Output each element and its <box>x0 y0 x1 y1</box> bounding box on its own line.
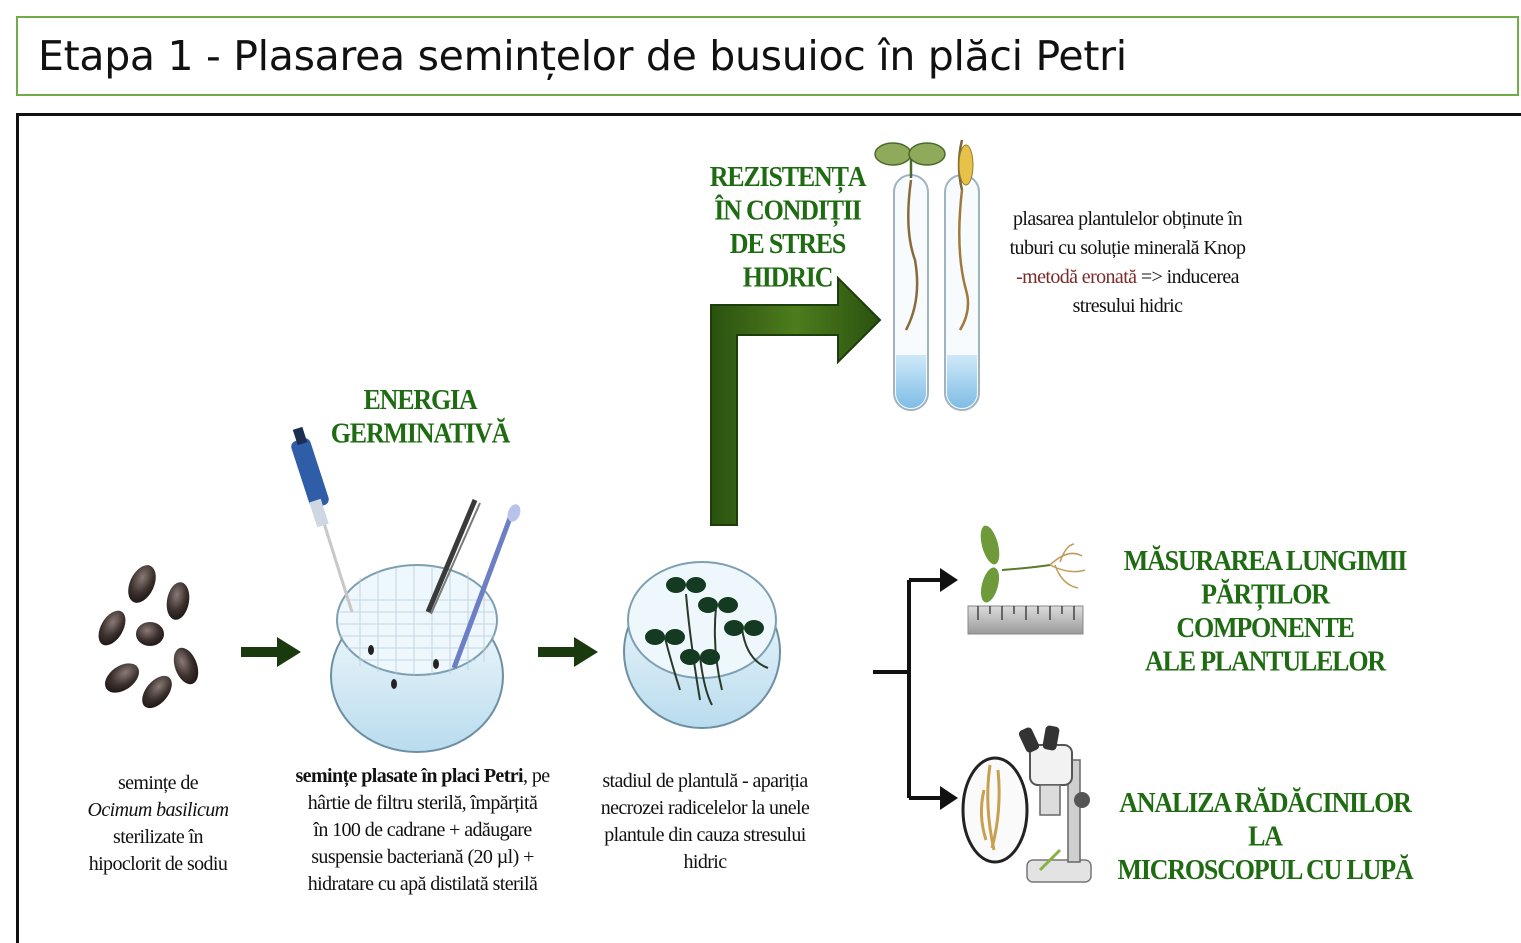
microscope-icon <box>961 725 1092 883</box>
ruler-icon <box>967 605 1084 635</box>
arrow-petri-to-plantlet <box>538 637 598 667</box>
caption-tubes: plasarea plantulelor obținute în tuburi … <box>1009 208 1246 317</box>
wrong-method-text: -metodă eronată <box>1016 266 1137 288</box>
big-arrow-icon <box>710 275 882 526</box>
branch-arrow-top <box>940 568 958 592</box>
petri-dish-icon <box>330 564 504 753</box>
caption-petri: semințe plasate în placi Petri, pe hârti… <box>295 765 550 895</box>
label-analiza: ANALIZA RĂDĂCINILOR LA MICROSCOPUL CU LU… <box>1117 787 1414 886</box>
page-title: Etapa 1 - Plasarea semințelor de busuioc… <box>38 32 1127 80</box>
plantlet-dish-icon <box>623 561 781 729</box>
caption-seeds: semințe de Ocimum basilicum sterilizate … <box>87 772 230 875</box>
tweezers-icon <box>425 499 481 615</box>
seedling-icon <box>980 525 1086 603</box>
branch-arrow-bottom <box>940 786 958 810</box>
pipette-icon <box>291 426 354 613</box>
branch-connector <box>873 578 942 800</box>
seeds-icon <box>98 565 199 709</box>
arrow-seeds-to-petri <box>241 637 301 667</box>
caption-plantlet: stadiul de plantulă - apariția necrozei … <box>600 770 810 873</box>
test-tube-icon <box>944 139 980 411</box>
test-tube-icon <box>874 142 946 411</box>
label-rezistenta: REZISTENȚA ÎN CONDIȚII DE STRES HIDRIC <box>709 161 867 293</box>
label-energia: ENERGIA GERMINATIVĂ <box>330 384 511 449</box>
label-masurarea: MĂSURAREA LUNGIMII PĂRȚILOR COMPONENTE A… <box>1123 545 1408 677</box>
dropper-icon <box>451 504 521 669</box>
diagram-panel <box>16 113 1521 943</box>
title-box: Etapa 1 - Plasarea semințelor de busuioc… <box>16 16 1519 96</box>
